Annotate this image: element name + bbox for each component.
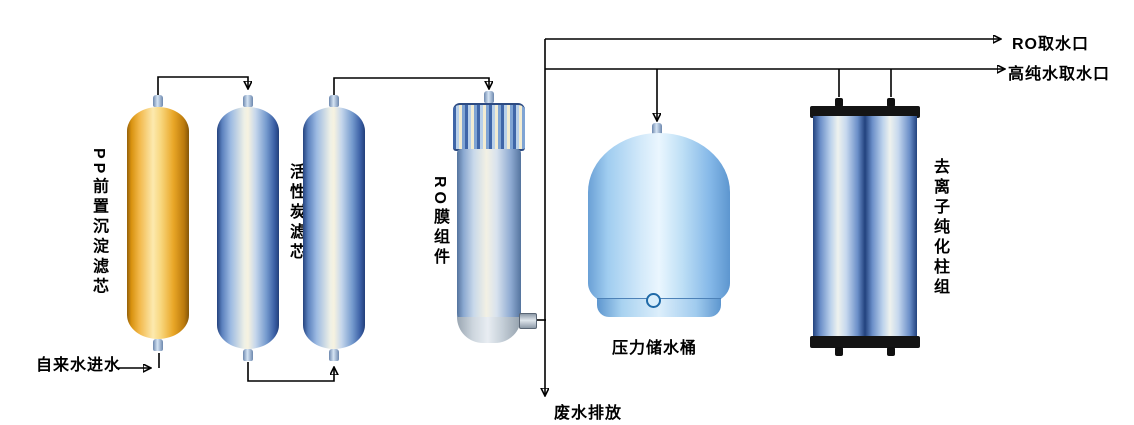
di-column2-top-cap [862, 106, 920, 118]
di-column1-bottom-cap [810, 336, 868, 348]
ro-water-outlet-label: RO取水口 [1012, 36, 1090, 53]
high-purity-water-outlet-label: 高纯水取水口 [1008, 66, 1111, 83]
di-column2-cylinder [865, 116, 917, 338]
carbon-filter2-top-fitting [329, 95, 339, 107]
pp-filter-bottom-fitting [153, 339, 163, 351]
di-column1-top-cap [810, 106, 868, 118]
carbon-filter1-cylinder [217, 107, 279, 349]
tank-drain-fitting [646, 293, 661, 308]
di-column2-top-nub [887, 98, 895, 107]
ro-outlet-port [519, 313, 537, 329]
ro-top-fitting [484, 91, 494, 103]
pp-filter-top-fitting [153, 95, 163, 107]
tap-water-inlet-label: 自来水进水 [36, 357, 122, 374]
di-column-group-label: 去离子纯化柱组 [931, 158, 948, 298]
di-column2-bottom-nub [887, 347, 895, 356]
pipe-filter1-to-filter2 [157, 76, 248, 95]
ro-module-label: RO膜组件 [431, 176, 448, 268]
pp-filter-label: PP前置沉淀滤芯 [90, 148, 107, 298]
ro-striped-cap [453, 103, 525, 151]
waste-discharge-label: 废水排放 [554, 405, 623, 422]
di-column1-top-nub [835, 98, 843, 107]
pp-filter-cylinder [127, 107, 189, 339]
ro-body-cylinder [457, 149, 521, 343]
di-column2-bottom-cap [862, 336, 920, 348]
pressure-tank-label: 压力储水桶 [612, 340, 698, 357]
carbon-filter2-bottom-fitting [329, 349, 339, 361]
pressure-tank-body [588, 133, 730, 305]
pipe-filter3-to-ro [333, 77, 489, 95]
carbon-filter1-top-fitting [243, 95, 253, 107]
pipe-filter2-to-filter3 [247, 362, 334, 382]
tank-top-fitting [652, 123, 662, 135]
carbon-filter2-cylinder [303, 107, 365, 349]
carbon-filter-label: 活性炭滤芯 [287, 163, 304, 263]
di-column1-cylinder [813, 116, 865, 338]
di-column1-bottom-nub [835, 347, 843, 356]
carbon-filter1-bottom-fitting [243, 349, 253, 361]
